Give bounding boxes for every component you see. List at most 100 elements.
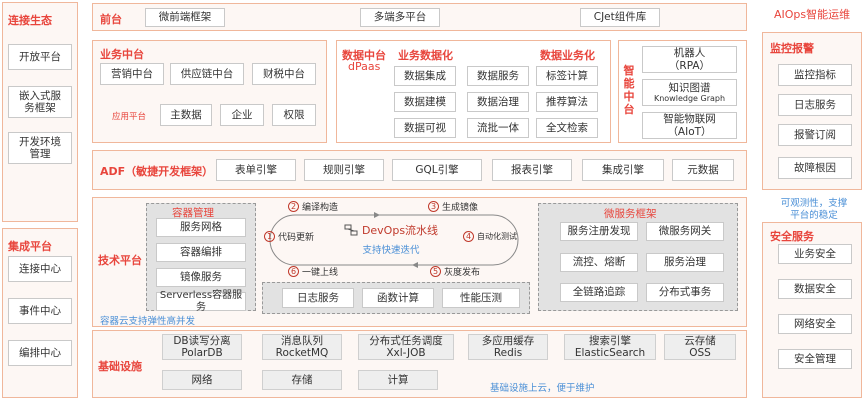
alarm-subscribe-box: 报警订阅 (778, 124, 852, 146)
xxljob-l2: Xxl-JOB (386, 347, 426, 359)
infra-title: 基础设施 (98, 360, 142, 373)
event-center-box: 事件中心 (8, 298, 72, 324)
smart-title: 智能中台 (623, 64, 635, 116)
integration-platform-title: 集成平台 (8, 240, 52, 253)
finance-tax-box: 财税中台 (252, 63, 316, 85)
ms-gateway-box: 微服务网关 (646, 222, 724, 241)
gql-engine-box: GQL引擎 (392, 159, 482, 181)
redis-l1: 多应用缓存 (481, 334, 535, 347)
es-l2: ElasticSearch (574, 347, 646, 359)
report-engine-box: 报表引擎 (492, 159, 572, 181)
container-note: 容器云支持弹性高并发 (100, 316, 196, 327)
service-mesh-box: 服务网格 (156, 218, 246, 237)
full-trace-box: 全链路追踪 (560, 283, 638, 302)
step-5-label: 灰度发布 (444, 268, 481, 278)
embedded-service-box: 嵌入式服 务框架 (8, 86, 72, 118)
log-service-right-box: 日志服务 (778, 94, 852, 116)
step-4-label: 自动化测试 (477, 232, 517, 241)
service-discovery-box: 服务注册发现 (560, 222, 638, 241)
data-service-box: 数据服务 (467, 66, 529, 86)
data-governance-box: 数据治理 (467, 92, 529, 112)
polardb-box: DB读写分离 PolarDB (162, 334, 242, 360)
rpa-line2: （RPA） (668, 59, 711, 72)
log-service-box: 日志服务 (282, 288, 354, 308)
open-platform-box: 开放平台 (8, 44, 72, 70)
dev-env-box: 开发环境 管理 (8, 132, 72, 164)
rocketmq-l2: RocketMQ (275, 347, 329, 359)
container-title: 容器管理 (172, 207, 214, 219)
microservice-title: 微服务框架 (604, 208, 657, 220)
oss-box: 云存储 OSS (664, 334, 736, 360)
devops-icon (344, 224, 358, 236)
step-3-label: 生成镜像 (442, 203, 479, 213)
step-1-num: 1 (264, 231, 275, 242)
devops-subtitle: 支持快速迭代 (362, 245, 420, 256)
knowledge-graph-box: 知识图谱 Knowledge Graph (642, 79, 737, 106)
compute-box: 计算 (358, 370, 438, 390)
tag-compute-box: 标签计算 (536, 66, 598, 86)
permission-box: 权限 (272, 104, 316, 126)
front-title: 前台 (100, 13, 122, 26)
step-3-num: 3 (428, 201, 439, 212)
serverless-box: Serverless容器服务 (156, 290, 246, 313)
xxljob-box: 分布式任务调度 Xxl-JOB (358, 334, 454, 360)
integration-engine-box: 集成引擎 (582, 159, 664, 181)
redis-l2: Redis (493, 347, 523, 359)
devops-center: DevOps流水线 支持快速迭代 (332, 222, 450, 256)
perf-test-box: 性能压测 (442, 288, 520, 308)
oss-l1: 云存储 (684, 334, 716, 347)
connect-center-box: 连接中心 (8, 256, 72, 282)
step-1-label: 代码更新 (278, 233, 315, 243)
data-subtitle: dPaas (348, 60, 381, 73)
adf-title: ADF（敏捷开发框架） (100, 165, 214, 178)
enterprise-box: 企业 (220, 104, 264, 126)
step-6-num: 6 (288, 266, 299, 277)
polardb-l2: PolarDB (181, 347, 223, 359)
step-5-num: 5 (430, 266, 441, 277)
fulltext-search-box: 全文检索 (536, 118, 598, 138)
aiot-line2: （AIoT） (667, 125, 712, 138)
step-2-label: 编译构造 (302, 203, 339, 213)
kg-line2: Knowledge Graph (653, 93, 726, 103)
aiot-box: 智能物联网 （AIoT） (642, 112, 737, 139)
micro-frontend-box: 微前端框架 (145, 8, 225, 27)
recommend-algo-box: 推荐算法 (536, 92, 598, 112)
marketing-box: 营销中台 (100, 63, 164, 85)
step-2-num: 2 (288, 201, 299, 212)
data-integration-box: 数据集成 (394, 66, 456, 86)
master-data-box: 主数据 (160, 104, 212, 126)
step-4-num: 4 (463, 231, 474, 242)
data-col1-title: 业务数据化 (398, 49, 453, 62)
orchestration-center-box: 编排中心 (8, 340, 72, 366)
multi-platform-box: 多端多平台 (360, 8, 440, 27)
observability-note: 可观测性，支撑 平台的稳定 (780, 198, 848, 221)
devops-title: DevOps流水线 (361, 224, 439, 237)
aiot-line1: 智能物联网 (663, 113, 716, 126)
elasticsearch-box: 搜索引擎 ElasticSearch (564, 334, 656, 360)
root-cause-box: 故障根因 (778, 157, 852, 179)
net-security-box: 网络安全 (778, 314, 852, 334)
rpa-line1: 机器人 (673, 47, 706, 60)
stream-batch-box: 流批一体 (467, 118, 529, 138)
oss-l2: OSS (689, 347, 711, 359)
redis-box: 多应用缓存 Redis (468, 334, 548, 360)
storage-box: 存储 (262, 370, 342, 390)
metadata-box: 元数据 (672, 159, 734, 181)
security-mgmt-box: 安全管理 (778, 349, 852, 369)
monitor-metric-box: 监控指标 (778, 64, 852, 86)
security-title: 安全服务 (770, 230, 814, 243)
data-col3-title: 数据业务化 (540, 49, 595, 62)
polardb-l1: DB读写分离 (173, 334, 231, 347)
data-security-box: 数据安全 (778, 279, 852, 299)
rule-engine-box: 规则引擎 (304, 159, 384, 181)
dist-tx-box: 分布式事务 (646, 283, 724, 302)
kg-line1: 知识图谱 (668, 81, 711, 94)
service-gov-box: 服务治理 (646, 253, 724, 272)
function-compute-box: 函数计算 (362, 288, 434, 308)
data-title: 数据中台 (342, 49, 386, 62)
app-platform-label: 应用平台 (112, 112, 147, 122)
